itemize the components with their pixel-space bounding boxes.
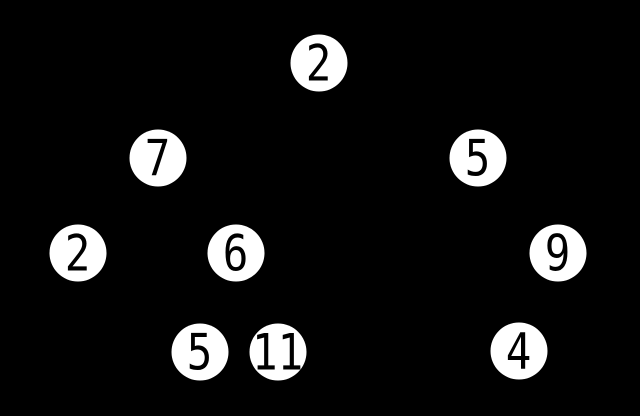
tree-node: 5	[449, 129, 507, 187]
node-value: 2	[306, 34, 332, 92]
node-value: 7	[145, 129, 171, 187]
tree-node: 5	[171, 323, 229, 381]
node-value: 11	[252, 323, 304, 381]
tree-node: 11	[249, 323, 307, 381]
tree-node: 4	[490, 322, 548, 380]
node-value: 9	[545, 224, 571, 282]
node-value: 6	[223, 224, 249, 282]
tree-node: 6	[207, 224, 265, 282]
tree-node: 2	[49, 224, 107, 282]
tree-node-root: 2	[290, 34, 348, 92]
node-value: 4	[506, 322, 532, 380]
tree-node: 7	[129, 129, 187, 187]
tree-node: 9	[529, 224, 587, 282]
node-value: 5	[465, 129, 491, 187]
node-value: 2	[65, 224, 91, 282]
node-value: 5	[187, 323, 213, 381]
